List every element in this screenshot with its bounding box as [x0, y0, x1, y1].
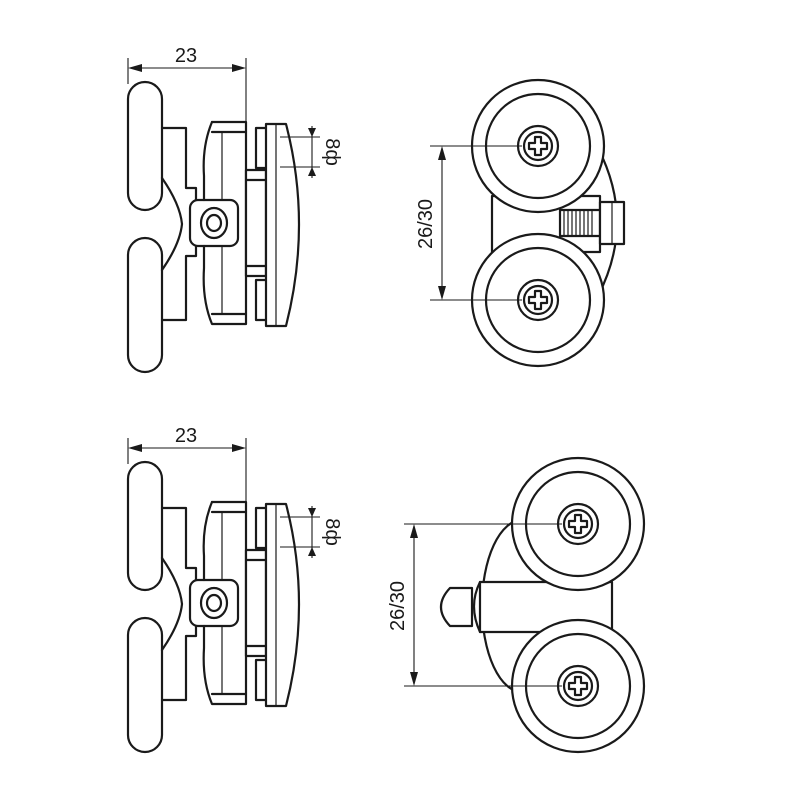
diameter-label: 8ф — [321, 518, 343, 546]
front-view-top: 26/30 — [415, 78, 626, 368]
diameter-label: 8ф — [321, 138, 343, 166]
side-view-bottom: 23 8ф — [126, 425, 343, 754]
width-label: 23 — [175, 45, 197, 67]
spacing-label: 26/30 — [387, 581, 409, 631]
width-label: 23 — [175, 425, 197, 447]
spacing-label: 26/30 — [415, 199, 437, 249]
front-view-bottom: 26/30 — [387, 456, 646, 754]
side-view-top: 23 8ф — [126, 45, 343, 374]
